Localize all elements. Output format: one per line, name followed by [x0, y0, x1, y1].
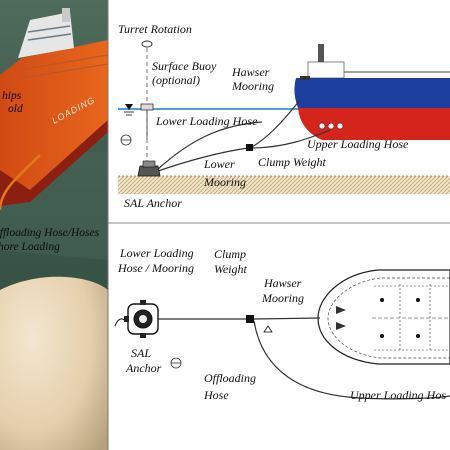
bottom-diagram: Lower Loading Hose / Mooring Clump Weigh… [114, 246, 450, 402]
hawser-mooring-label-plan: Mooring [261, 291, 304, 305]
photo-offloading-hose [0, 154, 41, 211]
turret-rotation-icon [141, 40, 153, 48]
weight-label-plan: Weight [214, 262, 248, 276]
offloading-photo: LOADING hips old offloading Hose/Hoses h… [0, 0, 108, 450]
hose-mooring-label-plan: Hose / Mooring [117, 261, 194, 275]
sal-label-plan: SAL [131, 346, 151, 360]
lower-loading-hose-label-plan: Lower Loading [119, 246, 194, 260]
upper-loading-hose-label: Upper Loading Hose [307, 137, 409, 151]
hawser-mooring-label: Mooring [231, 79, 274, 93]
clump-weight [246, 144, 253, 151]
upper-loading-hose-label-plan: Upper Loading Hos [350, 388, 446, 402]
offloading-label-plan: Offloading [204, 371, 256, 385]
photo-ship-hull [0, 40, 108, 200]
hose-label-plan: Hose [203, 388, 229, 402]
clump-label-plan: Clump [214, 247, 246, 261]
anchor-label-plan: Anchor [125, 361, 162, 375]
offloading-hose-plan-line [253, 320, 450, 400]
hawser-line [249, 99, 301, 149]
surface-buoy-label: Surface Buoy [152, 59, 217, 73]
hawser-label: Hawser [231, 65, 270, 79]
lower-loading-hose-label: Lower Loading Hose [155, 114, 258, 128]
hawser-label-plan: Hawser [263, 276, 302, 290]
hawser-mooring-plan-line [253, 317, 321, 320]
tanker-upper-hull [294, 78, 450, 108]
surface-buoy [140, 103, 154, 111]
photo-label-hold: old [8, 103, 23, 115]
sal-anchor-label: SAL Anchor [124, 196, 182, 210]
sal-anchor [137, 165, 161, 177]
tanker-lower-hull [298, 108, 450, 140]
photo-label-shore-loading: hore Loading [0, 241, 60, 253]
turret-rotation-label: Turret Rotation [118, 22, 192, 36]
lower-label: Lower [203, 157, 235, 171]
top-diagram: Turret Rotation Surface Buoy (optional) … [118, 22, 450, 210]
photo-label-ships: hips [2, 90, 22, 102]
photo-label-offloading-hose: offloading Hose/Hoses [0, 227, 100, 239]
surface-buoy-optional-label: (optional) [152, 73, 200, 87]
lower-mooring-line [154, 147, 249, 173]
offloading-photo-panel: LOADING hips old offloading Hose/Hoses h… [0, 0, 108, 450]
clump-weight-plan [246, 315, 254, 323]
water-level-marker [125, 104, 133, 110]
upper-loading-hose-line [249, 129, 331, 149]
lower-mooring-label: Mooring [203, 175, 246, 189]
lower-loading-hose-line [156, 121, 263, 171]
photo-superstructure [18, 12, 74, 58]
clump-weight-label: Clump Weight [258, 155, 327, 169]
photo-seabed [0, 276, 108, 450]
